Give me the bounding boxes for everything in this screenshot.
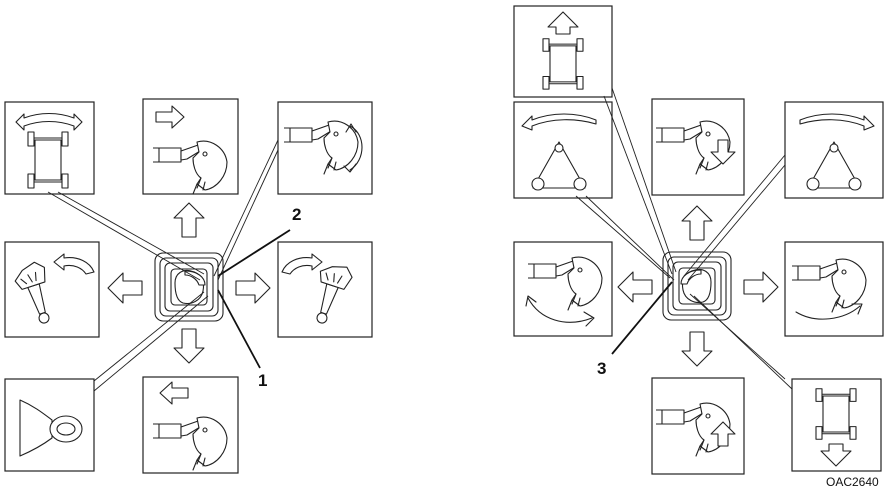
- slew-left-icon: [513, 101, 613, 199]
- right-leader-lines: [575, 87, 793, 390]
- boom-swing-right-icon: [277, 241, 373, 338]
- left-joystick-icon: [154, 252, 224, 322]
- bucket-open-icon: [784, 241, 884, 337]
- travel-forward-icon: [513, 5, 613, 98]
- left-leader-lines: [47, 139, 291, 392]
- callout-3: 3: [597, 359, 606, 378]
- boom-lower-icon: [651, 98, 745, 196]
- callout-1: 1: [258, 371, 267, 390]
- boom-swing-left-icon: [4, 241, 100, 338]
- dipper-in-icon: [142, 376, 239, 474]
- boom-raise-icon: [651, 377, 745, 475]
- left-joystick-group: 2 1: [4, 98, 373, 474]
- bucket-dump-icon: [277, 101, 373, 195]
- travel-reverse-icon: [791, 378, 882, 472]
- callout-2: 2: [292, 205, 301, 224]
- right-joystick-group: 3: [513, 5, 884, 475]
- dipper-out-icon: [142, 98, 239, 195]
- steer-left-right-icon: [4, 101, 95, 195]
- right-joystick-icon: [662, 251, 732, 321]
- horn-icon: [4, 378, 95, 472]
- slew-right-icon: [784, 101, 884, 199]
- figure-code: OAC2640: [826, 475, 879, 489]
- bucket-crowd-icon: [513, 241, 613, 337]
